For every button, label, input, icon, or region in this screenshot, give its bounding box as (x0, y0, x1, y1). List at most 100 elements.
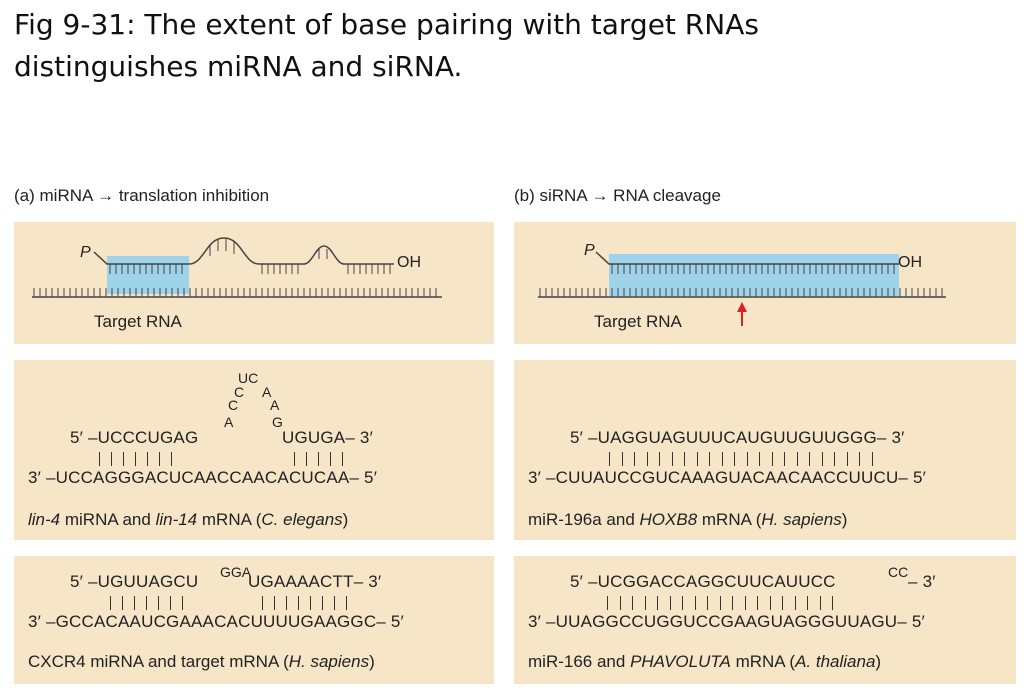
base-pair-bar (784, 452, 785, 466)
base-pair-bar (834, 452, 835, 466)
base-pair-bar (684, 452, 685, 466)
base-pair-bar (859, 452, 860, 466)
target-strand: 3′ –UCCAGGGACUCAACCAACACUCAA– 5′ (28, 468, 378, 487)
target-rna-label: Target RNA (94, 312, 182, 331)
loop-left-2: C (228, 397, 239, 413)
base-pair-bar (644, 596, 646, 610)
base-pair-bar (694, 596, 696, 610)
base-pair-bar (832, 596, 833, 610)
loop-left-1: C (234, 384, 245, 400)
lin4-example-box: UC C A C A A G 5′ –UCCCUGAG UGUGA– 3′ 3′… (14, 360, 494, 540)
base-pair-bar (771, 452, 773, 466)
base-pair-bar (682, 596, 683, 610)
base-pair-bar (746, 452, 748, 466)
base-pair-bar (306, 452, 307, 466)
phosphate-label: P (584, 242, 595, 259)
base-pair-bar (646, 452, 648, 466)
up-arrow-icon (737, 302, 747, 326)
title-line-1: Fig 9-31: The extent of base pairing wit… (14, 8, 759, 41)
base-pair-bar (111, 452, 112, 466)
sirna-duplex-diagram (538, 251, 946, 326)
base-pair-bar (794, 596, 796, 610)
example-caption: miR-196a and HOXB8 mRNA (H. sapiens) (528, 510, 848, 529)
example-caption: lin-4 miRNA and lin-14 mRNA (C. elegans) (28, 510, 349, 529)
base-pair-bar (819, 596, 821, 610)
base-pair-bar (182, 596, 183, 610)
mirna-strand-left: 5′ –UCGGACCAGGCUUCAUUCC (570, 572, 836, 591)
mirna-strand-left: 5′ –UCCCUGAG (70, 428, 199, 447)
base-pair-bar (147, 452, 148, 466)
base-pair-bar (707, 596, 708, 610)
base-pair-bar (310, 596, 311, 610)
base-pair-bar (671, 452, 673, 466)
base-pair-bar (346, 596, 347, 610)
mirna-duplex-diagram (32, 237, 442, 298)
base-pair-bar (846, 452, 848, 466)
base-pair-bar (709, 452, 710, 466)
base-pair-bar (821, 452, 823, 466)
base-pair-bar (669, 596, 671, 610)
base-pair-bar (110, 596, 111, 610)
seed-region-highlight (107, 256, 189, 294)
loop-right-1: A (262, 384, 272, 400)
base-pair-bar (99, 452, 100, 466)
base-pair-bar (318, 452, 319, 466)
base-pair-bar (159, 452, 160, 466)
mirna-strand-end: – 3′ (908, 572, 936, 591)
base-pair-bar (294, 452, 295, 466)
bulge-label: GGA (220, 564, 252, 580)
base-pair-bar (621, 452, 623, 466)
mirna-strand-right: UGAAAACTT– 3′ (248, 572, 382, 591)
base-pair-bar (632, 596, 633, 610)
figure-title: Fig 9-31: The extent of base pairing wit… (14, 4, 1014, 88)
base-pair-bar (732, 596, 733, 610)
base-pair-bar (796, 452, 798, 466)
loop-right-3: G (272, 414, 283, 430)
panel-b-heading: (b) siRNA → RNA cleavage (514, 186, 721, 205)
panel-a-heading: (a) miRNA → translation inhibition (14, 186, 270, 205)
base-pair-bar (607, 596, 608, 610)
base-pair-bar (171, 452, 172, 466)
base-pair-bar (158, 596, 159, 610)
loop-right-2: A (270, 397, 280, 413)
base-pair-bar (334, 596, 335, 610)
base-pair-bar (609, 452, 610, 466)
mir196a-example-box: 5′ –UAGGUAGUUUCAUGUUGUUGGG– 3′ 3′ –CUUAU… (514, 360, 1016, 540)
mirna-strand: 5′ –UAGGUAGUUUCAUGUUGUUGGG– 3′ (570, 428, 905, 447)
hydroxyl-label: OH (898, 254, 922, 271)
base-pair-bar (134, 596, 135, 610)
loop-top: UC (238, 370, 259, 386)
panel-a-diagram-box: P OH Target RNA (14, 222, 494, 344)
base-pair-bar (659, 452, 660, 466)
base-pair-bar (298, 596, 299, 610)
base-pair-bar (809, 452, 810, 466)
base-pair-bar (744, 596, 746, 610)
base-pair-bar (657, 596, 658, 610)
panel-b-diagram-box: P OH Target RNA (514, 222, 1016, 344)
base-pair-bar (769, 596, 771, 610)
base-pair-bar (696, 452, 698, 466)
base-pair-bar (757, 596, 758, 610)
overhang-label: CC (888, 564, 909, 580)
loop-left-3: A (224, 414, 234, 430)
target-rna-label: Target RNA (594, 312, 682, 331)
base-pair-bar (286, 596, 287, 610)
target-strand: 3′ –UUAGGCCUGGUCCGAAGUAGGGUUAGU– 5′ (528, 612, 925, 631)
base-pair-bar (782, 596, 783, 610)
base-pair-bar (871, 452, 873, 466)
base-pair-bar (274, 596, 275, 610)
cxcr4-example-box: GGA 5′ –UGUUAGCU UGAAAACTT– 3′ 3′ –GCCAC… (14, 556, 494, 684)
base-pair-bar (342, 452, 343, 466)
example-caption: CXCR4 miRNA and target mRNA (H. sapiens) (28, 652, 375, 671)
mir166-example-box: 5′ –UCGGACCAGGCUUCAUUCC CC – 3′ 3′ –UUAG… (514, 556, 1016, 684)
base-pair-bar (330, 452, 331, 466)
base-pair-bar (634, 452, 635, 466)
base-pair-bar (759, 452, 760, 466)
mirna-strand-left: 5′ –UGUUAGCU (70, 572, 199, 591)
base-pair-bar (719, 596, 721, 610)
example-caption: miR-166 and PHAVOLUTA mRNA (A. thaliana) (528, 652, 882, 671)
base-pair-bar (122, 596, 123, 610)
base-pair-bar (619, 596, 621, 610)
base-pair-bar (170, 596, 171, 610)
title-line-2: distinguishes miRNA and siRNA. (14, 50, 463, 83)
